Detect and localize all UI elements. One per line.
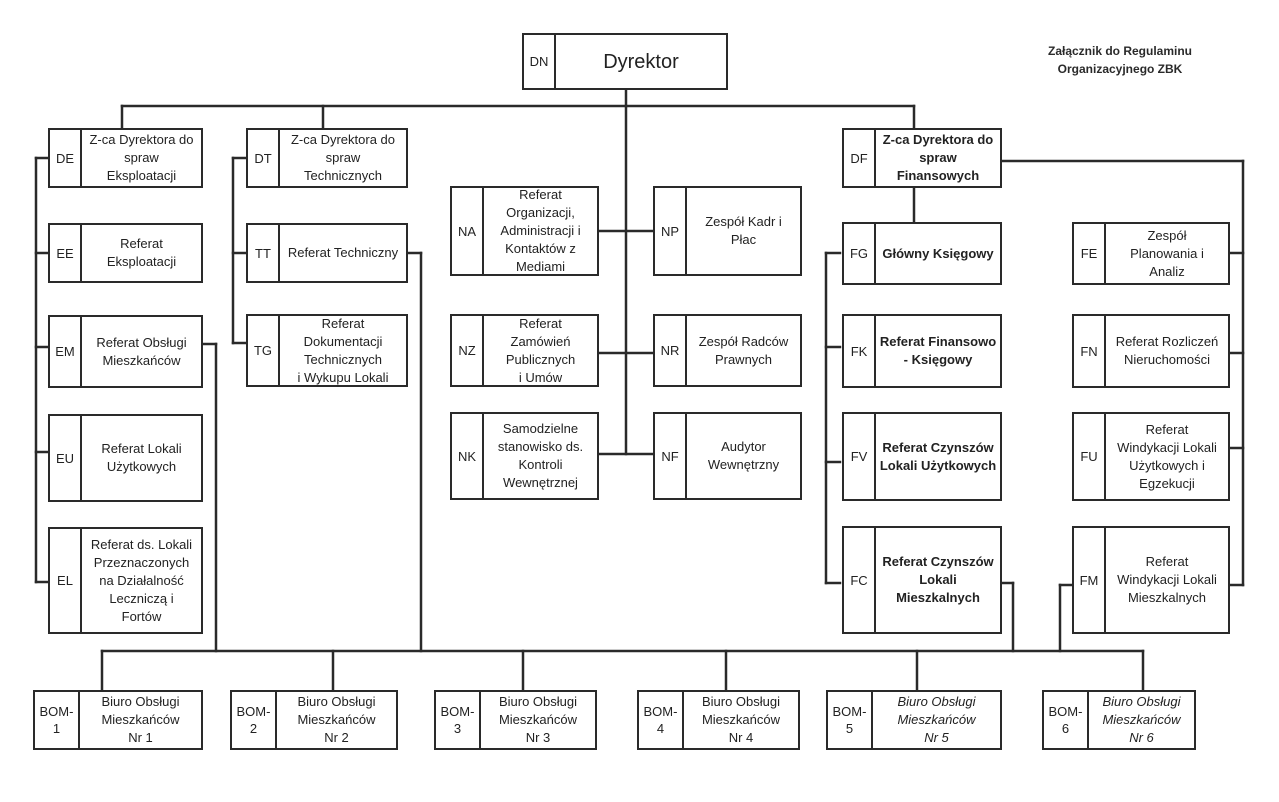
unit-box-fu: FU Referat Windykacji Lokali Użytkowych … — [1072, 412, 1230, 501]
unit-code: BOM- 2 — [232, 692, 277, 748]
unit-label: Z-ca Dyrektora do spraw Finansowych — [882, 132, 994, 183]
unit-box-de: DE Z-ca Dyrektora do spraw Eksploatacji — [48, 128, 203, 188]
unit-label: Referat Windykacji Lokali Mieszkalnych — [1117, 554, 1217, 605]
unit-code: BOM- 6 — [1044, 692, 1089, 748]
unit-box-bom-6: BOM- 6 Biuro Obsługi Mieszkańców Nr 6 — [1042, 690, 1196, 750]
unit-code: NK — [452, 414, 484, 498]
unit-label: Biuro Obsługi Mieszkańców Nr 5 — [897, 694, 976, 745]
annex-line-2: Organizacyjnego ZBK — [1057, 62, 1183, 76]
unit-code: NZ — [452, 316, 484, 385]
unit-box-tt: TT Referat Techniczny — [246, 223, 408, 283]
unit-box-eu: EU Referat Lokali Użytkowych — [48, 414, 203, 502]
unit-box-bom-1: BOM- 1 Biuro Obsługi Mieszkańców Nr 1 — [33, 690, 203, 750]
unit-code: EU — [50, 416, 82, 500]
unit-code: DF — [844, 130, 876, 186]
unit-label: Referat Eksploatacji — [106, 236, 177, 269]
unit-code: FM — [1074, 528, 1106, 632]
unit-box-na: NA Referat Organizacji, Administracji i … — [450, 186, 599, 276]
unit-label: Referat Windykacji Lokali Użytkowych i E… — [1117, 421, 1217, 491]
unit-code: TT — [248, 225, 280, 281]
unit-box-fv: FV Referat Czynszów Lokali Użytkowych — [842, 412, 1002, 501]
unit-box-fk: FK Referat Finansowo - Księgowy — [842, 314, 1002, 388]
unit-label: Referat Techniczny — [287, 245, 399, 260]
unit-box-dt: DT Z-ca Dyrektora do spraw Technicznych — [246, 128, 408, 188]
unit-box-ee: EE Referat Eksploatacji — [48, 223, 203, 283]
unit-box-nz: NZ Referat Zamówień Publicznych i Umów — [450, 314, 599, 387]
unit-label: Główny Księgowy — [882, 245, 994, 261]
unit-code: FV — [844, 414, 876, 499]
unit-label: Referat Czynszów Lokali Użytkowych — [879, 439, 997, 473]
unit-box-np: NP Zespół Kadr i Płac — [653, 186, 802, 276]
unit-label: Referat ds. Lokali Przeznaczonych na Dzi… — [90, 536, 193, 624]
unit-code: DE — [50, 130, 82, 186]
unit-box-nr: NR Zespół Radców Prawnych — [653, 314, 802, 387]
annex-line-1: Załącznik do Regulaminu — [1047, 44, 1193, 58]
unit-label: Biuro Obsługi Mieszkańców Nr 3 — [498, 694, 578, 745]
unit-code: NR — [655, 316, 687, 385]
unit-code: EM — [50, 317, 82, 386]
unit-box-nk: NK Samodzielne stanowisko ds. Kontroli W… — [450, 412, 599, 500]
unit-code: DT — [248, 130, 280, 186]
unit-box-fm: FM Referat Windykacji Lokali Mieszkalnyc… — [1072, 526, 1230, 634]
unit-box-fn: FN Referat Rozliczeń Nieruchomości — [1072, 314, 1230, 388]
unit-label: Referat Obsługi Mieszkańców — [96, 334, 187, 368]
unit-code: FN — [1074, 316, 1106, 386]
unit-label: Biuro Obsługi Mieszkańców Nr 4 — [701, 694, 781, 745]
unit-label: Zespół Kadr i Płac — [705, 214, 782, 247]
unit-box-df: DF Z-ca Dyrektora do spraw Finansowych — [842, 128, 1002, 188]
unit-code: FK — [844, 316, 876, 386]
unit-box-fc: FC Referat Czynszów Lokali Mieszkalnych — [842, 526, 1002, 634]
unit-label: Audytor Wewnętrzny — [707, 439, 780, 472]
unit-label: Referat Lokali Użytkowych — [101, 441, 182, 474]
unit-label: Referat Finansowo - Księgowy — [879, 334, 997, 367]
unit-code: DN — [524, 35, 556, 88]
unit-box-el: EL Referat ds. Lokali Przeznaczonych na … — [48, 527, 203, 634]
unit-label: Zespół Planowania i Analiz — [1130, 227, 1204, 279]
unit-box-fe: FE Zespół Planowania i Analiz — [1072, 222, 1230, 285]
unit-code: BOM- 1 — [35, 692, 80, 748]
unit-code: FE — [1074, 224, 1106, 283]
unit-label: Dyrektor — [603, 50, 679, 73]
unit-box-bom-2: BOM- 2 Biuro Obsługi Mieszkańców Nr 2 — [230, 690, 398, 750]
unit-label: Referat Dokumentacji Technicznych i Wyku… — [297, 315, 389, 385]
unit-box-bom-4: BOM- 4 Biuro Obsługi Mieszkańców Nr 4 — [637, 690, 800, 750]
unit-label: Biuro Obsługi Mieszkańców Nr 1 — [101, 694, 180, 745]
unit-label: Referat Zamówień Publicznych i Umów — [505, 315, 576, 385]
unit-box-fg: FG Główny Księgowy — [842, 222, 1002, 285]
unit-box-bom-5: BOM- 5 Biuro Obsługi Mieszkańców Nr 5 — [826, 690, 1002, 750]
unit-box-em: EM Referat Obsługi Mieszkańców — [48, 315, 203, 388]
unit-box-director: DN Dyrektor — [522, 33, 728, 90]
unit-label: Referat Organizacji, Administracji i Kon… — [500, 187, 581, 274]
unit-code: NP — [655, 188, 687, 274]
unit-code: FU — [1074, 414, 1106, 499]
unit-box-tg: TG Referat Dokumentacji Technicznych i W… — [246, 314, 408, 387]
unit-code: TG — [248, 316, 280, 385]
unit-code: EE — [50, 225, 82, 281]
unit-code: FG — [844, 224, 876, 283]
unit-label: Biuro Obsługi Mieszkańców Nr 6 — [1102, 694, 1181, 745]
unit-code: BOM- 4 — [639, 692, 684, 748]
unit-code: BOM- 5 — [828, 692, 873, 748]
unit-label: Referat Rozliczeń Nieruchomości — [1115, 334, 1219, 367]
unit-label: Referat Czynszów Lokali Mieszkalnych — [882, 554, 994, 605]
unit-label: Z-ca Dyrektora do spraw Eksploatacji — [89, 132, 194, 183]
unit-code: NF — [655, 414, 687, 498]
unit-box-nf: NF Audytor Wewnętrzny — [653, 412, 802, 500]
unit-label: Biuro Obsługi Mieszkańców Nr 2 — [297, 694, 376, 745]
unit-code: FC — [844, 528, 876, 632]
unit-box-bom-3: BOM- 3 Biuro Obsługi Mieszkańców Nr 3 — [434, 690, 597, 750]
unit-code: BOM- 3 — [436, 692, 481, 748]
unit-label: Z-ca Dyrektora do spraw Technicznych — [290, 132, 396, 183]
annex-caption: Załącznik do Regulaminu Organizacyjnego … — [1020, 42, 1220, 78]
unit-code: NA — [452, 188, 484, 274]
unit-label: Samodzielne stanowisko ds. Kontroli Wewn… — [497, 421, 584, 490]
unit-code: EL — [50, 529, 82, 632]
unit-label: Zespół Radców Prawnych — [698, 333, 789, 367]
